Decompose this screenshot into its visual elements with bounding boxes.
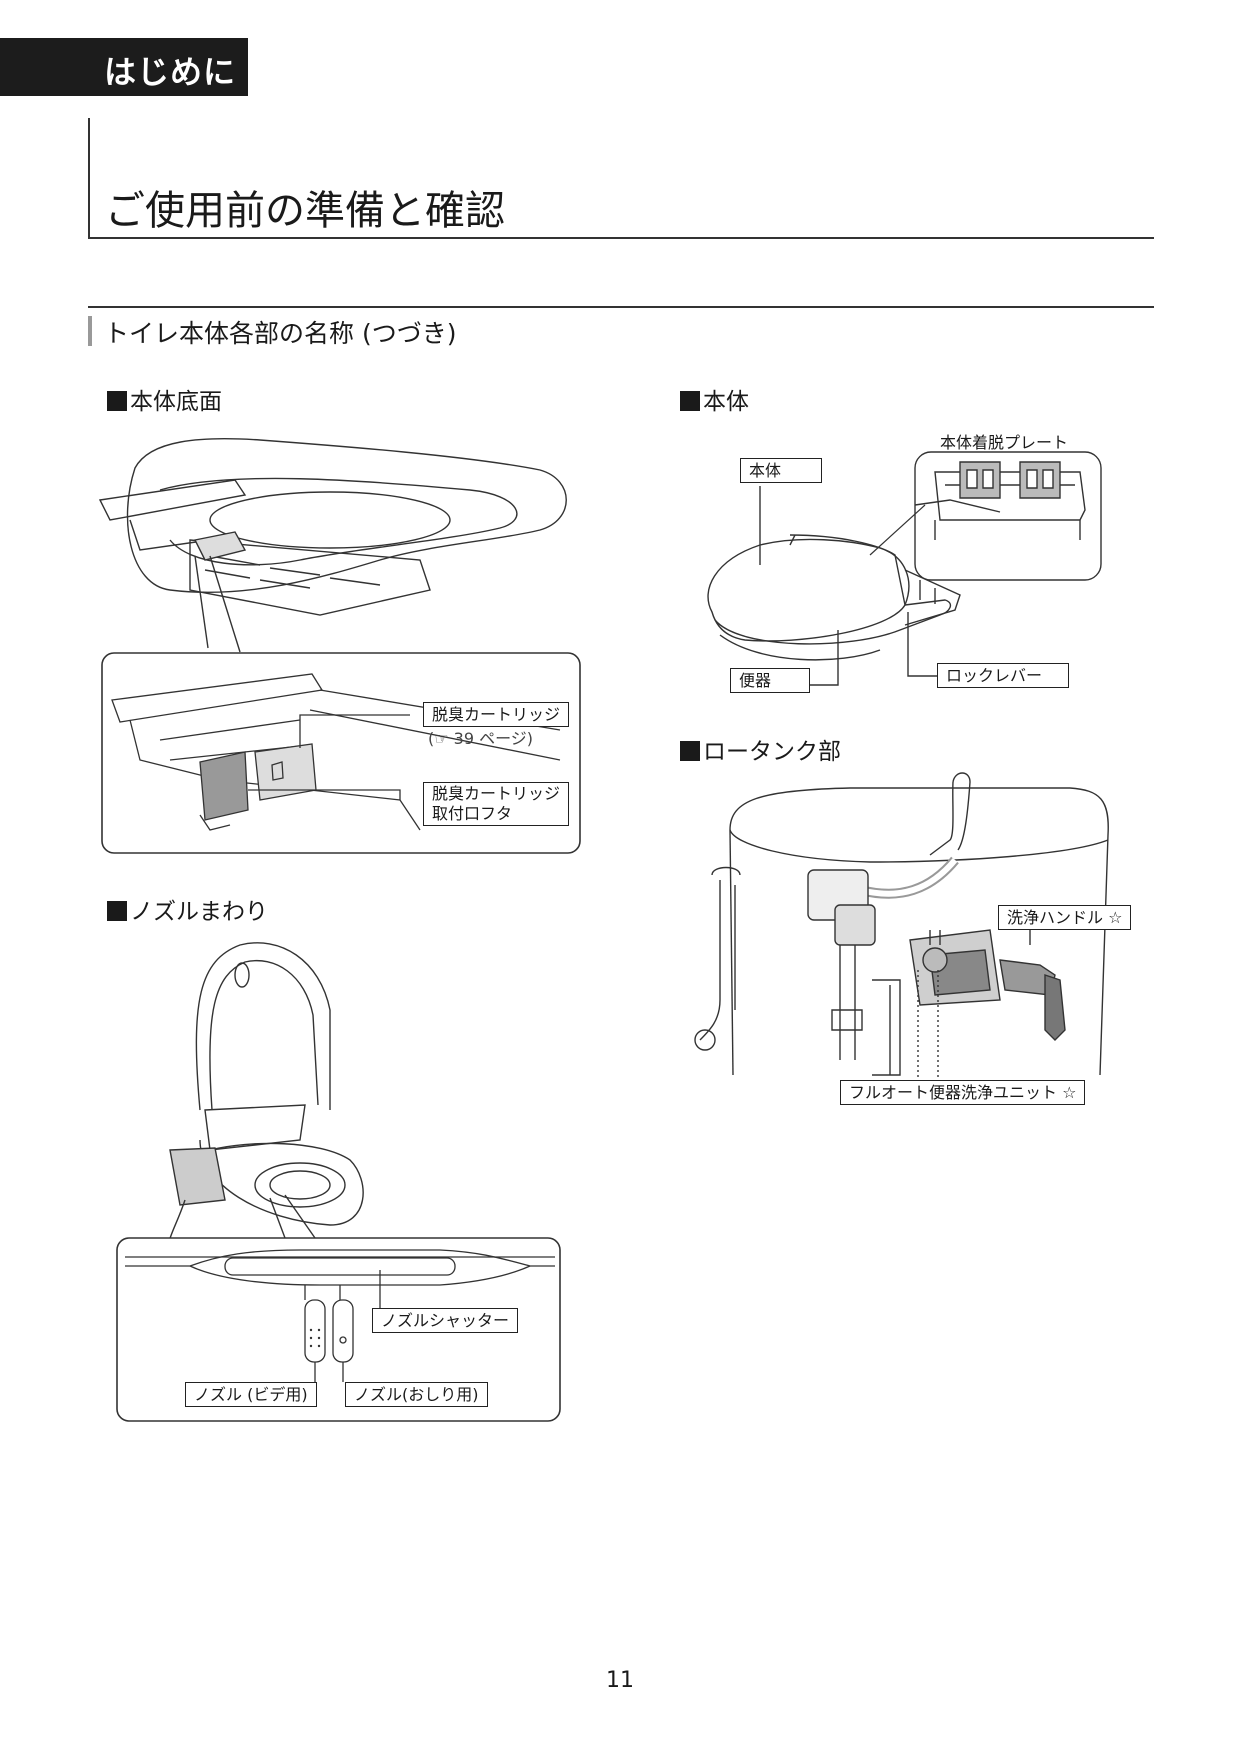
label-auto-flush-unit: フルオート便器洗浄ユニット ☆ (840, 1080, 1086, 1105)
section-heading-tank: ロータンク部 (680, 732, 841, 766)
square-bullet-icon (680, 741, 700, 761)
label-toilet-bowl: 便器 (730, 668, 810, 693)
subsection-marker (88, 316, 92, 346)
title-underline (88, 237, 1154, 239)
chapter-tab-label: はじめに (104, 53, 237, 91)
label-deodor-cover: 脱臭カートリッジ 取付口フタ (423, 782, 570, 826)
page-number: 11 (606, 1668, 634, 1693)
label-flush-handle: 洗浄ハンドル ☆ (998, 905, 1132, 930)
square-bullet-icon (107, 391, 127, 411)
title-left-rule (88, 118, 90, 238)
chapter-tab: はじめに (0, 38, 248, 96)
label-body: 本体 (740, 458, 822, 483)
label-nozzle-oshiri: ノズル(おしり用) (345, 1382, 488, 1407)
subsection-rule (88, 306, 1154, 308)
subsection-title: トイレ本体各部の名称 (つづき) (104, 319, 457, 348)
square-bullet-icon (680, 391, 700, 411)
label-deodor-cartridge: 脱臭カートリッジ (423, 702, 570, 727)
label-deodor-cover-line2: 取付口フタ (432, 804, 513, 823)
label-deodor-ref: (☞ 39 ページ) (428, 729, 534, 748)
label-body-plate: 本体着脱プレート (940, 433, 1069, 452)
section-heading-bottom: 本体底面 (107, 382, 222, 416)
page-title: ご使用前の準備と確認 (105, 188, 505, 234)
label-lock-lever: ロックレバー (937, 663, 1069, 688)
label-nozzle-shutter: ノズルシャッター (372, 1308, 519, 1333)
section-heading-body: 本体 (680, 382, 749, 416)
label-nozzle-bidet: ノズル (ビデ用) (185, 1382, 317, 1407)
label-deodor-cover-line1: 脱臭カートリッジ (432, 784, 561, 803)
square-bullet-icon (107, 901, 127, 921)
section-heading-nozzle: ノズルまわり (107, 892, 268, 926)
